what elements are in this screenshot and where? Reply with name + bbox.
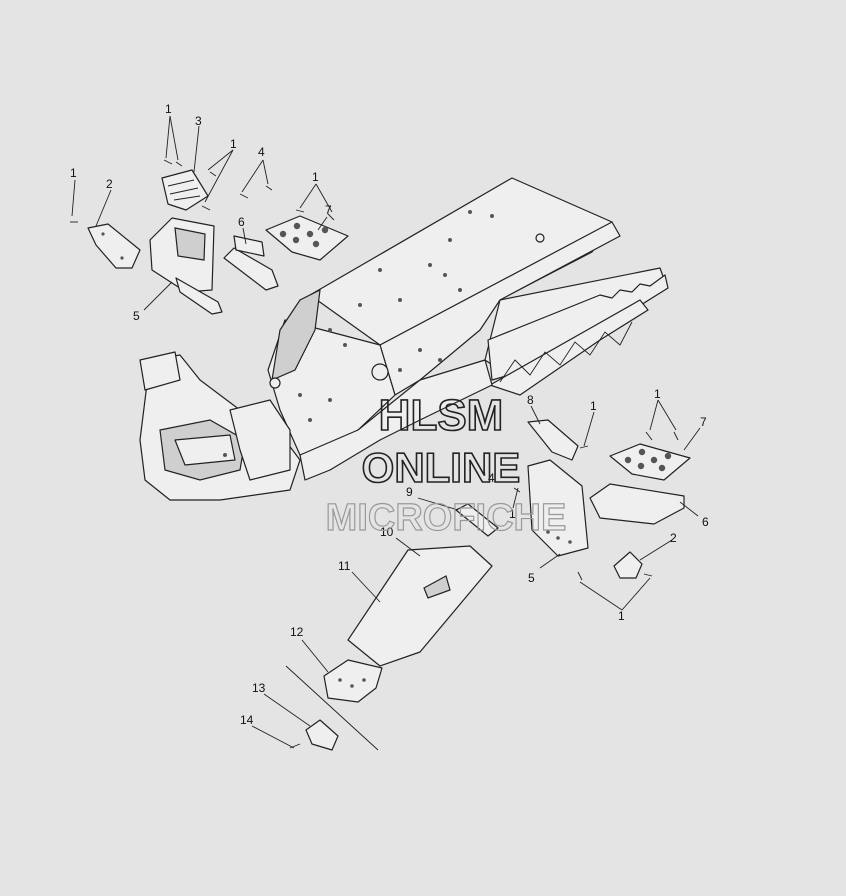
watermark-line-3: MICROFICHE [326,497,567,539]
right-plate-7 [609,443,691,481]
callout-1-bottom: 1 [618,609,625,623]
callout-2-right: 2 [670,531,677,545]
watermark-line-2: ONLINE [362,444,521,491]
callout-10: 10 [380,525,394,539]
watermark-line-1: HLSM [379,391,504,440]
callout-3: 3 [195,114,202,128]
right-mount-6 [589,483,685,525]
left-bracket-2 [87,223,141,269]
callout-1-right-b: 1 [654,387,661,401]
callout-14: 14 [240,713,254,727]
callout-1-left: 1 [70,166,77,180]
belly-pan-10-11 [347,545,493,667]
callout-labels: 1 2 1 3 1 4 1 6 7 5 8 1 1 7 9 1 6 2 5 1 … [70,102,709,727]
bracket-12 [323,659,383,703]
left-mount-6 [223,235,279,291]
callout-1-center: 1 [509,507,516,521]
callout-8: 8 [527,393,534,407]
callout-5-right: 5 [528,571,535,585]
callout-11: 11 [338,559,351,573]
left-bracket-3 [161,169,209,211]
callout-1-right: 1 [590,399,597,413]
right-footrest-5 [527,459,589,557]
right-bracket-2 [613,551,643,579]
callout-12: 12 [290,625,304,639]
plate-13 [305,719,339,751]
callout-1-mid: 1 [312,170,319,184]
callout-7-right: 7 [700,415,707,429]
chassis-frame [139,177,669,501]
callout-5-left: 5 [133,309,140,323]
right-fasteners [513,431,679,581]
callout-1-top-b: 1 [230,137,237,151]
left-plate-7 [265,215,349,261]
callout-6-left: 6 [238,215,245,229]
callout-6-right: 6 [702,515,709,529]
callout-4-center: 4 [488,471,495,485]
callout-2-left: 2 [106,177,113,191]
strap-9 [455,503,499,537]
right-bracket-8 [527,419,579,461]
callout-13: 13 [252,681,266,695]
callout-9: 9 [406,485,413,499]
left-footrest-5 [149,217,223,315]
screw-14 [289,743,301,749]
left-fasteners [70,159,335,223]
leader-lines [71,115,701,751]
callout-1-top: 1 [165,102,172,116]
callout-4-top: 4 [258,145,265,159]
callout-7-left: 7 [325,203,332,217]
watermark: HLSM ONLINE MICROFICHE [325,390,567,539]
